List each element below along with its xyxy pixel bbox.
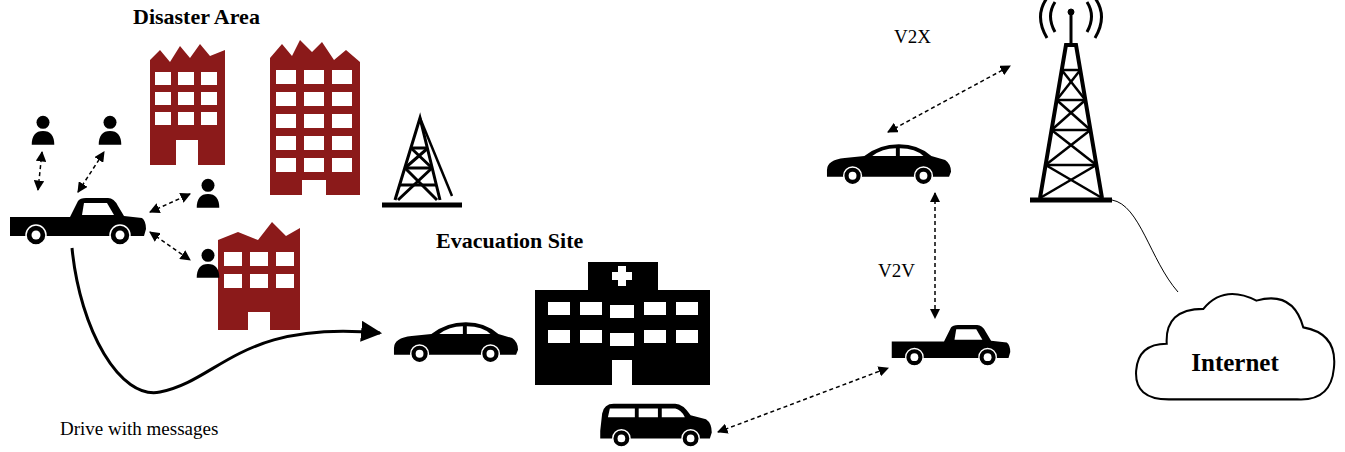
window	[276, 274, 294, 288]
window	[548, 302, 570, 315]
person-icon	[99, 116, 122, 145]
region-title: Disaster Area	[133, 4, 260, 30]
link-label: V2V	[878, 260, 915, 282]
door	[176, 140, 198, 165]
window	[201, 72, 217, 85]
window	[332, 92, 352, 106]
link-label: V2X	[894, 26, 931, 48]
window	[155, 112, 171, 125]
collapsed-tower	[382, 118, 462, 205]
window	[676, 302, 698, 315]
window	[276, 136, 296, 150]
window	[276, 92, 296, 106]
window	[178, 92, 194, 105]
door	[248, 312, 270, 330]
sedan	[394, 322, 518, 362]
window	[332, 158, 352, 172]
cell-tower	[1030, 0, 1112, 200]
damaged-buildings	[150, 40, 360, 330]
cloud-label: Internet	[1191, 349, 1278, 377]
window	[304, 158, 324, 172]
path-label: Drive with messages	[60, 418, 218, 440]
window	[304, 70, 324, 84]
window	[250, 252, 268, 266]
evacuation-site: Evacuation Site	[432, 228, 730, 388]
wire	[1112, 200, 1178, 292]
window	[548, 330, 570, 343]
door	[302, 180, 326, 195]
window	[276, 252, 294, 266]
window	[155, 92, 171, 105]
person-icon	[32, 116, 55, 145]
window	[224, 274, 242, 288]
window	[201, 92, 217, 105]
internet-cloud: Internet	[1128, 278, 1342, 422]
drive-path	[72, 248, 380, 393]
window	[580, 302, 602, 315]
pickup-truck	[892, 325, 1011, 366]
wireless-link	[38, 152, 190, 260]
window	[304, 92, 324, 106]
suv	[600, 404, 712, 447]
window	[580, 330, 602, 343]
window	[644, 330, 666, 343]
window	[155, 72, 171, 85]
window	[201, 112, 217, 125]
window	[610, 333, 634, 346]
pickup-truck	[10, 198, 146, 245]
person-icon	[197, 179, 220, 208]
window	[304, 136, 324, 150]
window	[276, 158, 296, 172]
window	[610, 305, 634, 318]
window	[224, 252, 242, 266]
wireless-link	[718, 66, 1010, 432]
window	[304, 114, 324, 128]
window	[332, 114, 352, 128]
person-icon	[197, 249, 220, 278]
window	[676, 330, 698, 343]
site-heading: Evacuation Site	[432, 228, 730, 254]
window	[178, 112, 194, 125]
window	[276, 114, 296, 128]
window	[276, 70, 296, 84]
sedan	[827, 144, 951, 184]
window	[250, 274, 268, 288]
window	[178, 72, 194, 85]
evacuation-building	[535, 262, 710, 385]
window	[332, 70, 352, 84]
window	[644, 302, 666, 315]
window	[332, 136, 352, 150]
